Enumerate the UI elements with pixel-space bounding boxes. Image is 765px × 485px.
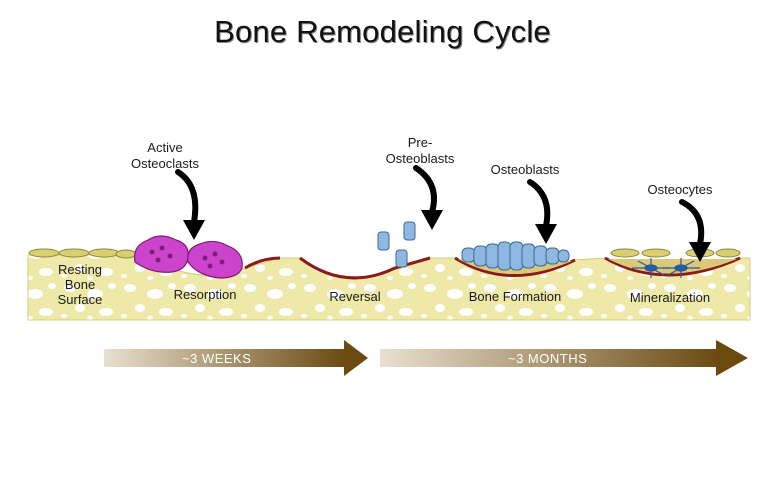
cement-line-formation: [454, 256, 576, 277]
stage-bone-formation: Bone Formation: [468, 289, 562, 304]
diagram-title: Bone Remodeling Cycle: [214, 14, 551, 49]
stage-reversal: Reversal: [329, 289, 381, 304]
callout-arrows: [175, 165, 711, 262]
timeline-arrow-months: [380, 340, 748, 376]
osteoclast-cells: [133, 235, 243, 279]
timeline-label-weeks: ~3 WEEKS: [182, 351, 252, 366]
osteocyte-cells: [632, 258, 700, 278]
cement-line-reversal: [299, 256, 431, 280]
timeline-label-months: ~3 MONTHS: [508, 351, 588, 366]
label-osteoblasts: Osteoblasts: [490, 162, 560, 177]
label-active-osteoclasts: Active Osteoclasts: [131, 140, 199, 171]
stage-resting: Resting Bone Surface: [57, 262, 103, 307]
stage-resorption: Resorption: [173, 287, 237, 302]
osteoblast-cells: [461, 241, 570, 271]
stage-mineralization: Mineralization: [629, 290, 711, 305]
label-preosteoblasts: Pre- Osteoblasts: [385, 135, 455, 166]
timeline-arrow-weeks: [104, 340, 368, 376]
preosteoblast-cells: [377, 221, 416, 268]
cement-line-resorption: [244, 256, 281, 270]
label-osteocytes: Osteocytes: [647, 182, 713, 197]
